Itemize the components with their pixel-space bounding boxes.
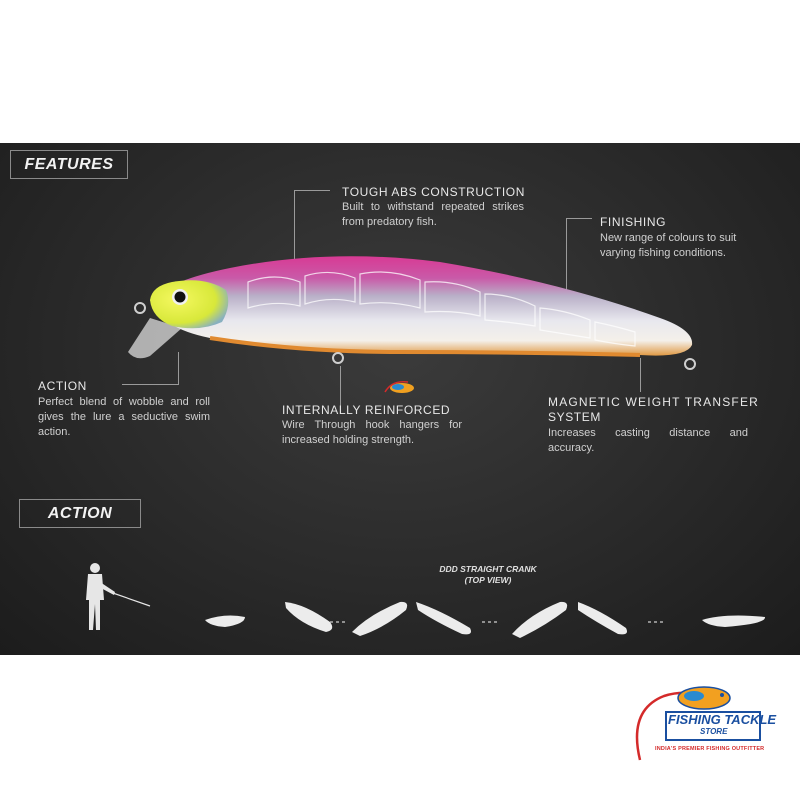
lure-pupil [174, 291, 186, 303]
features-panel [0, 143, 800, 655]
callout-title-finishing: FINISHING [600, 215, 667, 229]
callout-title-tough-abs: TOUGH ABS CONSTRUCTION [342, 185, 525, 199]
leader-line-magnetic [640, 358, 641, 392]
lure-top-view-sequence [205, 601, 766, 638]
logo-line2: STORE [700, 727, 728, 736]
callout-body-internally-reinforced: Wire Through hook hangers for increased … [282, 419, 462, 446]
fishing-rod [109, 591, 151, 607]
action-caption-line1: DDD STRAIGHT CRANK [439, 564, 537, 574]
callout-title-magnetic-weight-line2: SYSTEM [548, 410, 601, 424]
lure-top-view-5 [512, 601, 568, 638]
leader-line-tough-abs [294, 190, 295, 260]
leader-line-finishing-h [566, 218, 592, 219]
leader-line-reinforced [340, 366, 341, 406]
callout-body-tough-abs: Built to withstand repeated strikes from… [342, 201, 524, 228]
logo-tagline: INDIA'S PREMIER FISHING OUTFITTER [655, 746, 765, 752]
lure-lip [128, 318, 182, 359]
features-heading: FEATURES [10, 150, 128, 179]
leader-line-finishing [566, 218, 567, 338]
action-caption-line2: (TOP VIEW) [464, 575, 512, 585]
callout-title-action: ACTION [38, 379, 87, 393]
lure-belly-hook-hanger [332, 352, 344, 364]
action-heading: ACTION [19, 499, 141, 528]
lure-top-view-4 [416, 602, 471, 635]
leader-line-action [178, 352, 179, 384]
lure-tail-ring [684, 358, 696, 370]
lure-line-tie [134, 302, 146, 314]
lure-belly-stripe [209, 336, 641, 357]
lure-scale-pattern [247, 271, 636, 347]
callout-body-action: Perfect blend of wobble and roll gives t… [38, 396, 210, 438]
callout-body-magnetic-weight: Increases casting distance and accuracy. [548, 427, 748, 454]
leader-line-action-h [122, 384, 179, 385]
callout-body-finishing: New range of colours to suit varying fis… [600, 232, 737, 259]
callout-title-internally-reinforced: INTERNALLY REINFORCED [282, 403, 451, 417]
lure-head [150, 280, 229, 329]
lure-body [150, 256, 693, 356]
watermark-fish-logo [384, 380, 414, 393]
lure-top-view-7 [702, 615, 766, 627]
lure-top-view-1 [205, 615, 245, 627]
logo-line1: FISHING TACKLE [668, 712, 777, 727]
callout-title-magnetic-weight: MAGNETIC WEIGHT TRANSFER [548, 395, 760, 409]
lure-top-view-2 [285, 602, 333, 632]
lure-top-view-3 [352, 601, 408, 636]
lure-top-view-6 [578, 602, 627, 635]
leader-line-tough-abs-h [294, 190, 330, 191]
